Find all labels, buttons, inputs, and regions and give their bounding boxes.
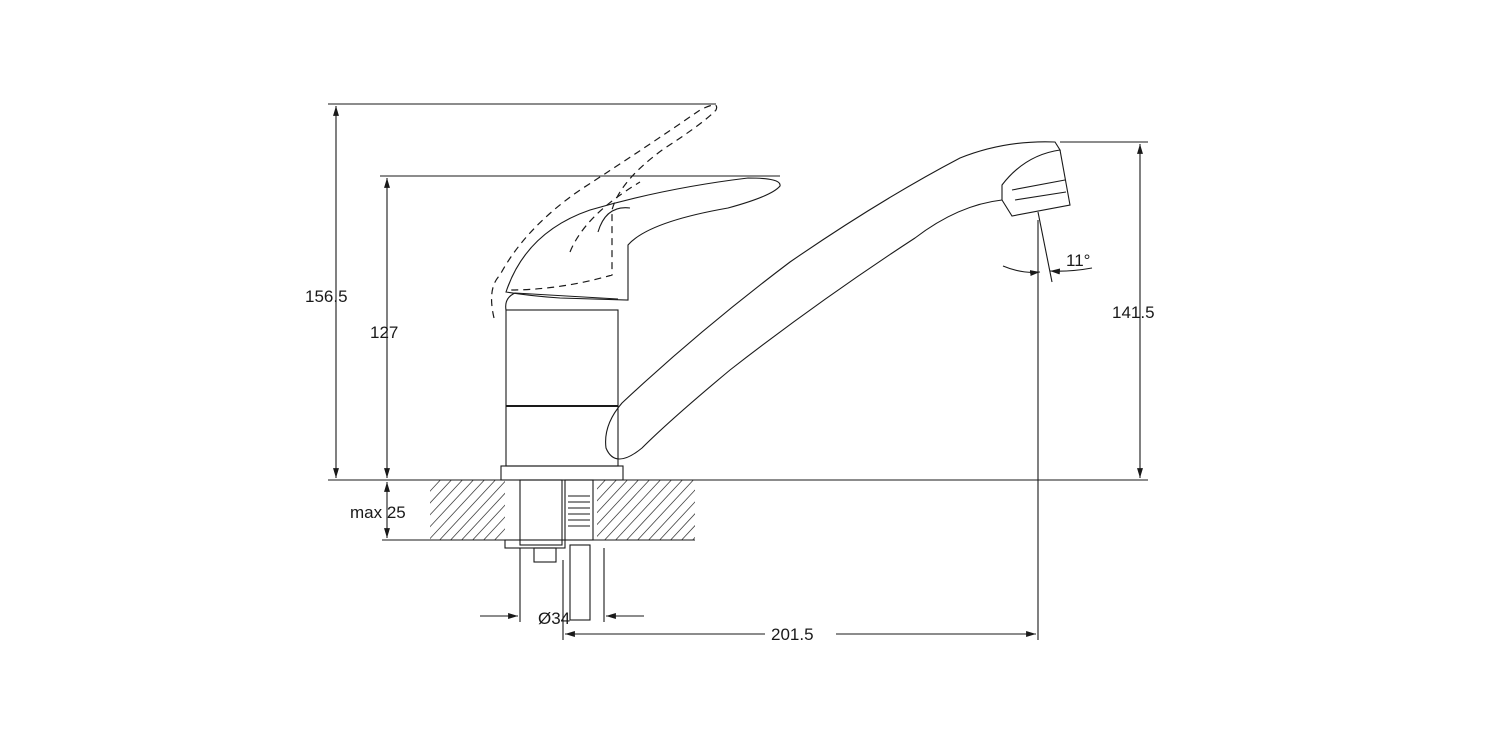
spout <box>605 141 1071 460</box>
hatch-line <box>450 480 507 540</box>
countertop-section <box>430 475 819 545</box>
hatch-line <box>430 480 485 540</box>
lever-open-position <box>490 104 718 319</box>
hatch-line <box>430 480 452 504</box>
total-height-label: 156.5 <box>305 287 348 306</box>
dimension-spout-height: 141.5 <box>1060 141 1155 478</box>
dimension-total-height: 156.5 <box>305 103 716 478</box>
max-thickness-label: max 25 <box>350 503 406 522</box>
hatch-line <box>699 475 764 545</box>
reach-label: 201.5 <box>771 625 814 644</box>
hatch-line <box>732 475 797 545</box>
hatch-line <box>670 513 695 540</box>
hatch-line <box>439 480 496 540</box>
hatch-line <box>626 480 683 540</box>
lever-height-label: 127 <box>370 323 398 342</box>
dimension-lever-height: 127 <box>370 175 780 478</box>
lever-handle <box>505 177 781 301</box>
hatch-line <box>710 475 775 545</box>
hatch-line <box>721 475 786 545</box>
hatch-line <box>659 501 695 540</box>
dimension-reach: 201.5 <box>562 220 1039 644</box>
mounting-shank <box>504 479 594 621</box>
hatch-line <box>692 536 695 540</box>
dimension-max-thickness: max 25 <box>350 482 430 541</box>
hatch-line <box>681 525 695 540</box>
hatch-line <box>430 480 441 492</box>
diameter-label: Ø34 <box>538 609 570 628</box>
hatch-line <box>648 489 695 540</box>
faucet-body <box>500 292 624 481</box>
hatch-line <box>743 475 808 545</box>
hatch-line <box>615 480 672 540</box>
dimension-angle: 11° <box>1002 211 1093 283</box>
hatch-line <box>754 475 819 545</box>
hatch-line <box>430 480 463 516</box>
hatch-line <box>593 480 650 540</box>
spout-height-label: 141.5 <box>1112 303 1155 322</box>
dimension-diameter: Ø34 <box>480 548 644 628</box>
hatch-line <box>604 480 661 540</box>
angle-label: 11° <box>1066 251 1090 270</box>
hatch-line <box>430 480 474 528</box>
hatch-line <box>637 480 694 540</box>
